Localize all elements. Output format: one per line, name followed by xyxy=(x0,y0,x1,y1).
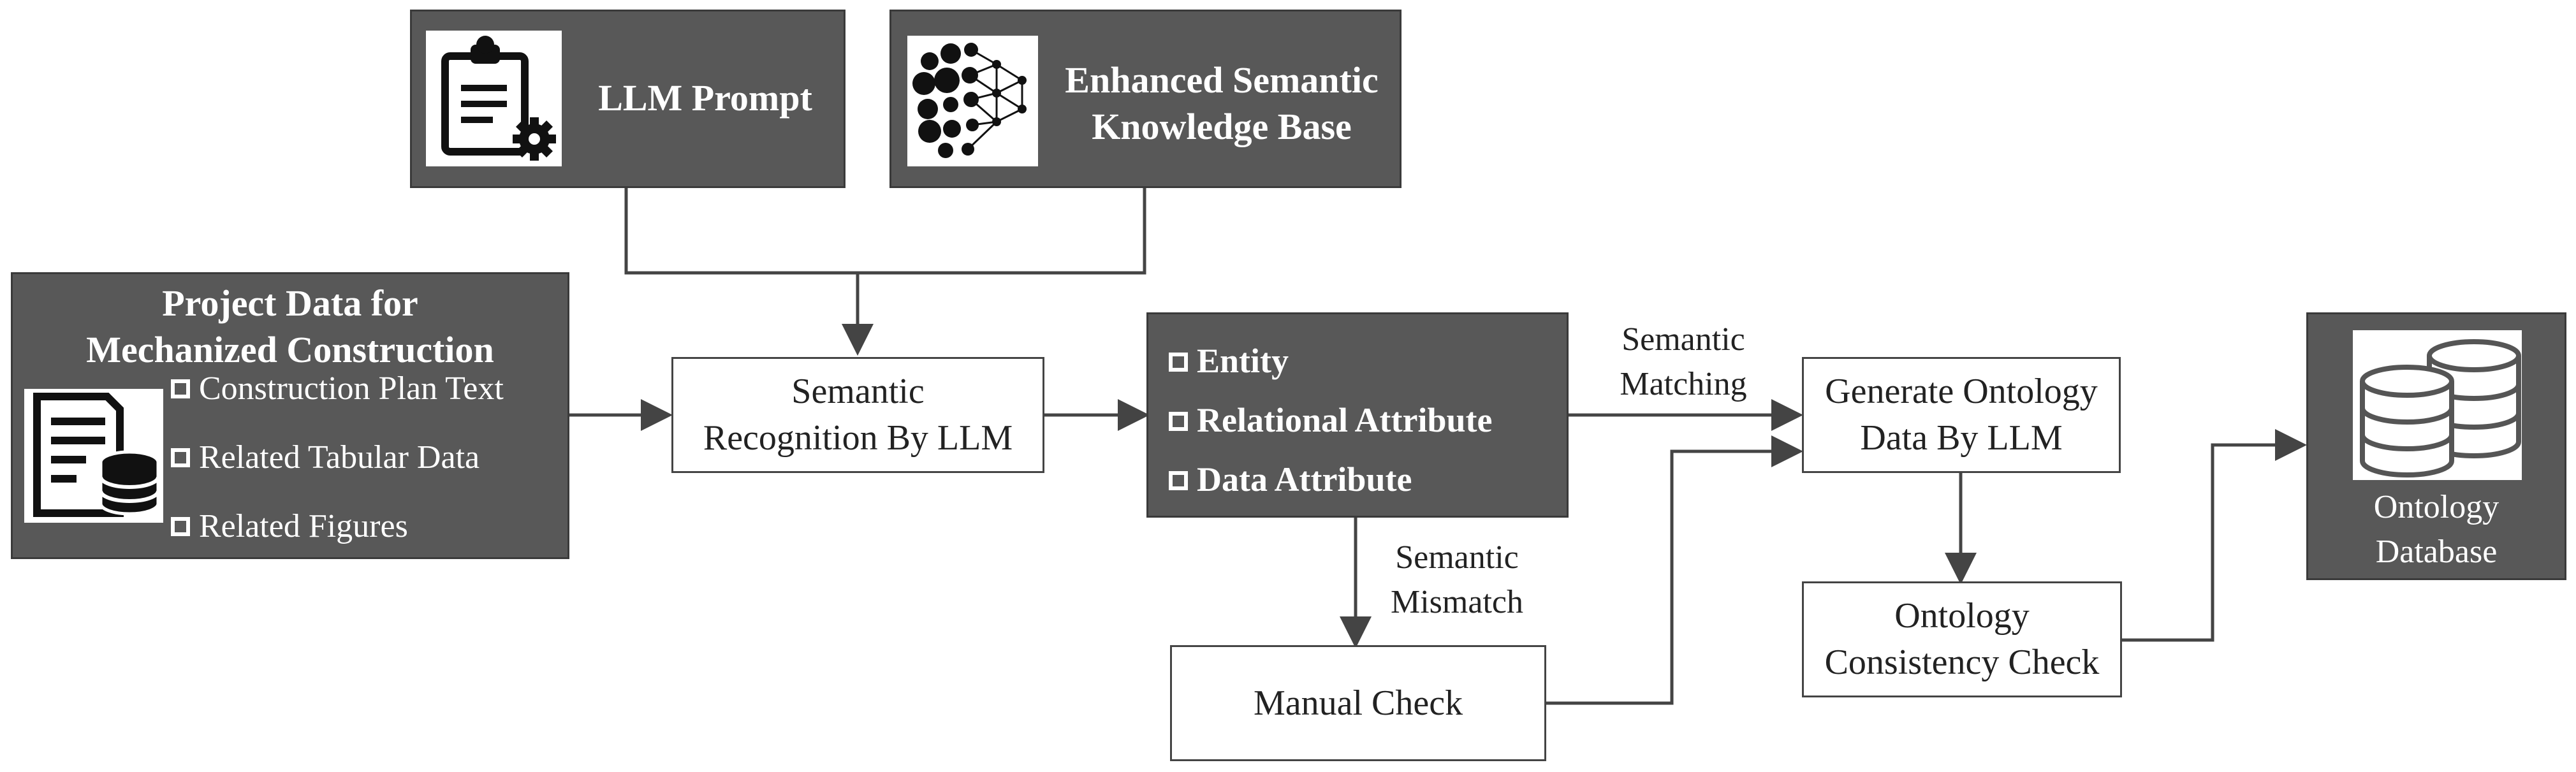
generate-ontology-line1: Generate Ontology xyxy=(1825,372,2098,412)
checkbox-icon xyxy=(1169,411,1188,431)
ontology-database-title: Ontology Database xyxy=(2308,485,2565,574)
database-cylinder-icon xyxy=(2353,330,2522,480)
document-database-icon xyxy=(24,389,163,523)
ontology-database-line1: Ontology xyxy=(2373,489,2499,525)
attribute-label: Entity xyxy=(1197,342,1289,380)
attributes-box: Entity Relational Attribute Data Attribu… xyxy=(1146,312,1569,518)
attribute-entity: Entity xyxy=(1169,341,1289,381)
semantic-matching-line1: Semantic xyxy=(1621,321,1745,358)
project-data-title-line1: Project Data for xyxy=(162,282,418,324)
project-item-figures: Related Figures xyxy=(171,507,408,545)
clipboard-gear-icon xyxy=(426,31,562,166)
project-data-title-line2: Mechanized Construction xyxy=(86,328,494,370)
checkbox-icon xyxy=(1169,352,1188,372)
semantic-recognition-line2: Recognition By LLM xyxy=(703,418,1013,458)
checkbox-icon xyxy=(1169,470,1188,490)
generate-ontology-box: Generate Ontology Data By LLM xyxy=(1802,357,2121,473)
knowledge-base-box: Enhanced Semantic Knowledge Base xyxy=(889,10,1401,188)
project-item-label: Construction Plan Text xyxy=(199,370,504,407)
attribute-relational: Relational Attribute xyxy=(1169,400,1492,440)
knowledge-base-title-line1: Enhanced Semantic xyxy=(1065,59,1379,101)
semantic-matching-line2: Matching xyxy=(1620,366,1747,403)
consistency-check-box: Ontology Consistency Check xyxy=(1802,581,2122,697)
consistency-check-line2: Consistency Check xyxy=(1824,643,2100,682)
neural-network-icon xyxy=(907,36,1038,166)
project-item-construction-plan: Construction Plan Text xyxy=(171,370,504,407)
semantic-recognition-line1: Semantic xyxy=(791,372,925,412)
semantic-mismatch-label: Semantic Mismatch xyxy=(1361,535,1553,625)
manual-check-box: Manual Check xyxy=(1170,645,1546,761)
project-item-label: Related Figures xyxy=(199,508,408,544)
attribute-data: Data Attribute xyxy=(1169,460,1412,499)
checkbox-icon xyxy=(171,379,190,399)
semantic-mismatch-line1: Semantic xyxy=(1395,539,1519,576)
attribute-label: Data Attribute xyxy=(1197,460,1412,499)
llm-prompt-title: LLM Prompt xyxy=(598,77,812,119)
project-item-label: Related Tabular Data xyxy=(199,439,480,476)
knowledge-base-title: Enhanced Semantic Knowledge Base xyxy=(1050,57,1394,150)
ontology-database-line2: Database xyxy=(2375,534,2498,571)
semantic-recognition-box: Semantic Recognition By LLM xyxy=(671,357,1044,473)
checkbox-icon xyxy=(171,448,190,468)
ontology-database-box: Ontology Database xyxy=(2306,312,2566,580)
project-item-tabular-data: Related Tabular Data xyxy=(171,439,479,476)
project-data-box: Project Data for Mechanized Construction… xyxy=(11,272,569,559)
llm-prompt-box: LLM Prompt xyxy=(410,10,845,188)
semantic-mismatch-line2: Mismatch xyxy=(1391,584,1523,621)
attribute-label: Relational Attribute xyxy=(1197,401,1493,439)
project-data-title: Project Data for Mechanized Construction xyxy=(26,280,555,373)
semantic-matching-label: Semantic Matching xyxy=(1588,317,1779,407)
consistency-to-database-arrow xyxy=(2122,429,2307,642)
knowledge-base-title-line2: Knowledge Base xyxy=(1092,105,1352,147)
consistency-check-line1: Ontology xyxy=(1894,596,2030,636)
prompt-connector xyxy=(624,188,1146,275)
checkbox-icon xyxy=(171,517,190,537)
manual-check-text: Manual Check xyxy=(1253,683,1463,723)
generate-ontology-line2: Data By LLM xyxy=(1860,418,2063,458)
manual-to-generate-arrow xyxy=(1546,435,1803,705)
